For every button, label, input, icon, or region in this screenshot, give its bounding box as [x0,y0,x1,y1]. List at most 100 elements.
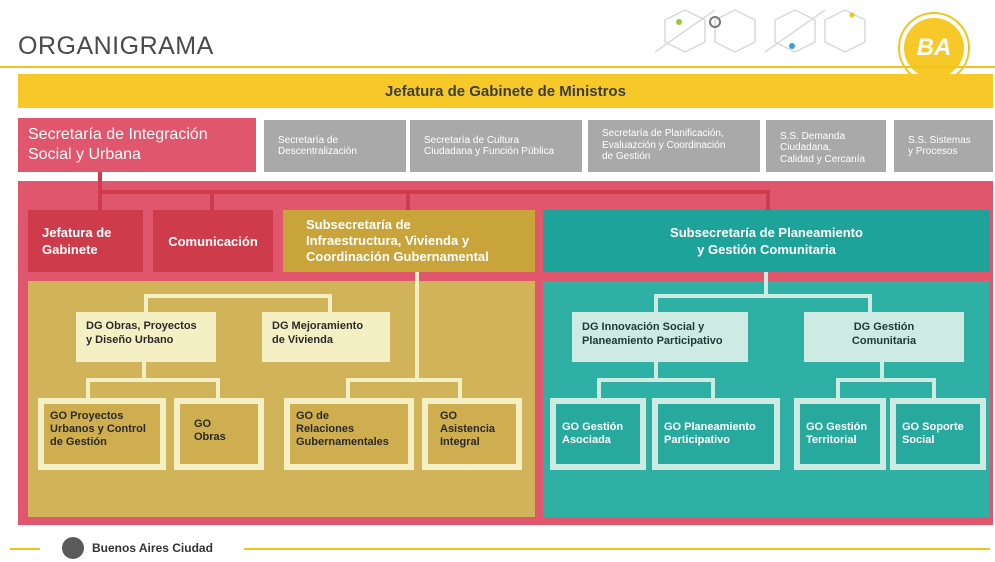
connector-line [86,378,220,382]
box-line: DG Gestión [853,321,915,333]
header-divider [0,66,995,68]
box-line: Subsecretaría de Planeamiento [670,225,863,240]
connector-line [654,362,658,380]
box-line: Comunitaria [851,335,917,347]
gray-box-line: Secretaría de [278,134,339,146]
city-seal-icon [62,537,84,559]
gray-box-line: S.S. Demanda [780,130,846,142]
ba-logo: BA [900,14,968,82]
box-line: GO Gestión [806,421,868,433]
connector-line [328,294,332,312]
box-line: Urbanos y Control [50,423,146,435]
connector-line [711,378,715,398]
gray-box-line: Descentralización [278,146,357,157]
jefatura-gabinete-ministros: Jefatura de Gabinete de Ministros [18,74,993,108]
footer-divider [244,548,990,550]
footer-divider [10,548,40,550]
footer-brand: Buenos Aires Ciudad [92,541,213,555]
box-line: y Diseño Urbano [86,334,174,346]
connector-line [654,294,658,312]
gray-box-line: Evaluazción y Coordinación [602,139,726,151]
box-line: GO [194,418,212,430]
box-line: GO Proyectos [50,410,124,422]
box-line: y Gestión Comunitaria [697,242,836,257]
box-line: Planeamiento Participativo [582,335,723,347]
connector-line [98,190,770,194]
box-line: GO Soporte [902,421,964,433]
secretaria-integracion-social: Secretaría de Integración Social y Urban… [18,118,256,172]
jefatura-de-gabinete: Jefatura de Gabinete [28,210,143,272]
box-line: GO de [296,410,330,422]
connector-line [836,378,936,382]
gray-box-line: y Procesos [908,146,958,157]
connector-line [880,362,884,380]
comunicacion: Comunicación [153,210,273,272]
decorative-pattern [655,9,866,53]
connector-line [597,378,715,382]
connector-line [144,294,332,298]
box-line: GO [440,410,458,422]
box-line: GO Gestión [562,421,624,433]
connector-line [415,294,419,380]
box-line: Infraestructura, Vivienda y [306,233,470,248]
gray-box-line: Secretaría de Cultura [424,134,520,146]
ba-logo-text: BA [916,34,952,61]
secretaria-planificacion: Secretaría de Planificación,Evaluazción … [588,120,760,172]
connector-line [406,190,410,210]
gray-box-line: Ciudadana, [780,142,832,154]
dg-gestion-comunitaria: DG Gestión Comunitaria [804,312,964,362]
box-line: Territorial [806,434,857,446]
box-line: de Gestión [50,436,107,448]
box-line: Participativo [664,434,731,446]
secretaria-integracion-line2: Social y Urbana [28,146,141,163]
connector-line [142,362,146,380]
go-asistencia-integral: GO Asistencia Integral [422,398,522,470]
box-line: DG Innovación Social y [582,321,705,333]
box-line: Asistencia [440,423,496,435]
box-line: Coordinación Gubernamental [306,249,489,264]
box-line: Gabinete [42,242,98,257]
connector-line [868,294,872,312]
box-line: DG Mejoramiento [272,320,364,332]
connector-line [144,294,148,312]
connector-line [836,378,840,398]
secretaria-integracion-line1: Secretaría de Integración [28,126,208,143]
gray-box-line: Secretaría de Planificación, [602,128,724,139]
connector-line [654,294,872,298]
connector-line [932,378,936,398]
go-proyectos-urbanos: GO Proyectos Urbanos y Control de Gestió… [38,398,166,470]
connector-line [597,378,601,398]
connector-line [764,272,768,296]
dg-obras-proyectos: DG Obras, Proyectos y Diseño Urbano [76,312,216,362]
gray-box-line: Ciudadana y Función Pública [424,146,555,157]
box-line: Social [902,434,935,446]
box-line: Integral [440,436,480,448]
box-line: Asociada [562,434,611,446]
dg-innovacion-social: DG Innovación Social y Planeamiento Part… [572,312,748,362]
gray-box-line: S.S. Sistemas [908,134,971,146]
connector-line [766,190,770,210]
connector-line [458,378,462,398]
connector-line [346,378,350,398]
connector-line [346,378,462,382]
subsecretaria-infraestructura: Subsecretaría de Infraestructura, Vivien… [283,210,535,272]
connector-line [98,190,102,210]
box-line: Jefatura de [42,225,112,240]
box-line: Subsecretaría de [306,217,411,232]
go-relaciones-gubernamentales: GO de Relaciones Gubernamentales [284,398,414,470]
connector-line [216,378,220,398]
box-line: Relaciones [296,423,355,435]
connector-line [86,378,90,398]
connector-line [210,190,214,210]
go-obras: GO Obras [174,398,264,470]
box-line: Gubernamentales [296,436,389,448]
subsecretaria-planeamiento: Subsecretaría de Planeamiento y Gestión C… [543,210,990,272]
dg-mejoramiento-vivienda: DG Mejoramiento de Vivienda [262,312,390,362]
